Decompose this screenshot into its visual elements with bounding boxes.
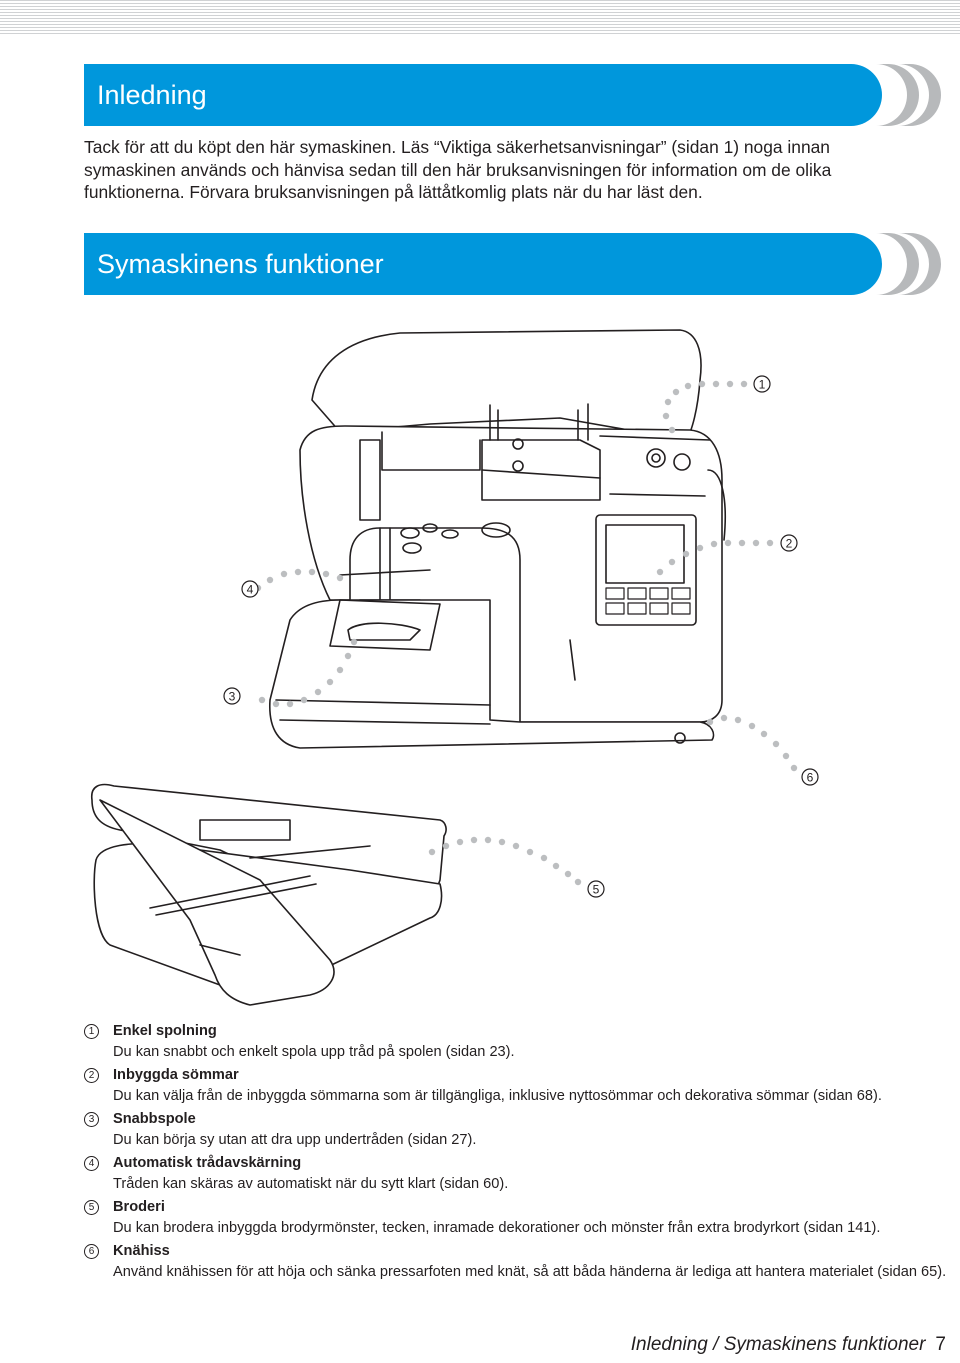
page-footer: Inledning / Symaskinens funktioner 7 xyxy=(631,1334,946,1356)
header-stripe xyxy=(0,0,960,34)
feature-number: 1 xyxy=(84,1024,99,1039)
feature-title: Broderi xyxy=(113,1199,165,1215)
feature-item: 5 Broderi Du kan brodera inbyggda brodyr… xyxy=(84,1197,954,1238)
feature-list: 1 Enkel spolning Du kan snabbt och enkel… xyxy=(84,1021,954,1285)
callout-lines xyxy=(254,380,798,886)
page-number: 7 xyxy=(935,1334,946,1355)
callout-3: 3 xyxy=(223,687,241,705)
feature-description: Du kan brodera inbyggda brodyrmönster, t… xyxy=(113,1219,881,1236)
feature-item: 3 Snabbspole Du kan börja sy utan att dr… xyxy=(84,1109,954,1150)
feature-number: 5 xyxy=(84,1200,99,1215)
svg-text:3: 3 xyxy=(229,690,236,704)
feature-description: Tråden kan skäras av automatiskt när du … xyxy=(113,1175,509,1192)
feature-number: 6 xyxy=(84,1244,99,1259)
section-title: Symaskinens funktioner xyxy=(97,249,384,279)
feature-item: 4 Automatisk trådavskärning Tråden kan s… xyxy=(84,1153,954,1194)
callout-6: 6 xyxy=(801,768,819,786)
sewing-machine-illustration: 1 2 3 4 5 6 xyxy=(90,329,819,1006)
section-banner-inledning: Inledning xyxy=(84,64,882,126)
feature-title: Automatisk trådavskärning xyxy=(113,1155,302,1171)
feature-description: Använd knähissen för att höja och sänka … xyxy=(113,1263,947,1280)
svg-text:2: 2 xyxy=(786,537,793,551)
svg-text:6: 6 xyxy=(807,771,814,785)
chevron-icon xyxy=(876,64,941,126)
callout-4: 4 xyxy=(241,580,259,598)
feature-item: 1 Enkel spolning Du kan snabbt och enkel… xyxy=(84,1021,954,1062)
feature-title: Enkel spolning xyxy=(113,1023,217,1039)
svg-text:1: 1 xyxy=(759,378,766,392)
section-banner-funktioner: Symaskinens funktioner xyxy=(84,233,882,295)
footer-section-title: Inledning / Symaskinens funktioner xyxy=(630,1334,926,1355)
section-title: Inledning xyxy=(97,80,207,110)
svg-text:4: 4 xyxy=(247,583,254,597)
intro-paragraph: Tack för att du köpt den här symaskinen.… xyxy=(84,137,832,202)
feature-title: Snabbspole xyxy=(113,1111,196,1127)
svg-text:5: 5 xyxy=(593,883,600,897)
callout-5: 5 xyxy=(587,880,605,898)
feature-number: 4 xyxy=(84,1156,99,1171)
feature-title: Knähiss xyxy=(113,1243,170,1259)
feature-item: 6 Knähiss Använd knähissen för att höja … xyxy=(84,1241,954,1282)
callout-markers: 1 2 3 4 5 6 xyxy=(223,375,819,898)
feature-description: Du kan välja från de inbyggda sömmarna s… xyxy=(113,1087,882,1104)
callout-2: 2 xyxy=(780,534,798,552)
callout-1: 1 xyxy=(753,375,771,393)
feature-description: Du kan börja sy utan att dra upp undertr… xyxy=(113,1131,477,1148)
feature-number: 3 xyxy=(84,1112,99,1127)
sewing-machine-drawing xyxy=(269,329,727,749)
embroidery-unit-drawing xyxy=(90,783,447,1006)
feature-description: Du kan snabbt och enkelt spola upp tråd … xyxy=(113,1043,515,1060)
feature-item: 2 Inbyggda sömmar Du kan välja från de i… xyxy=(84,1065,954,1106)
chevron-icon xyxy=(876,233,941,295)
feature-number: 2 xyxy=(84,1068,99,1083)
feature-title: Inbyggda sömmar xyxy=(113,1067,239,1083)
